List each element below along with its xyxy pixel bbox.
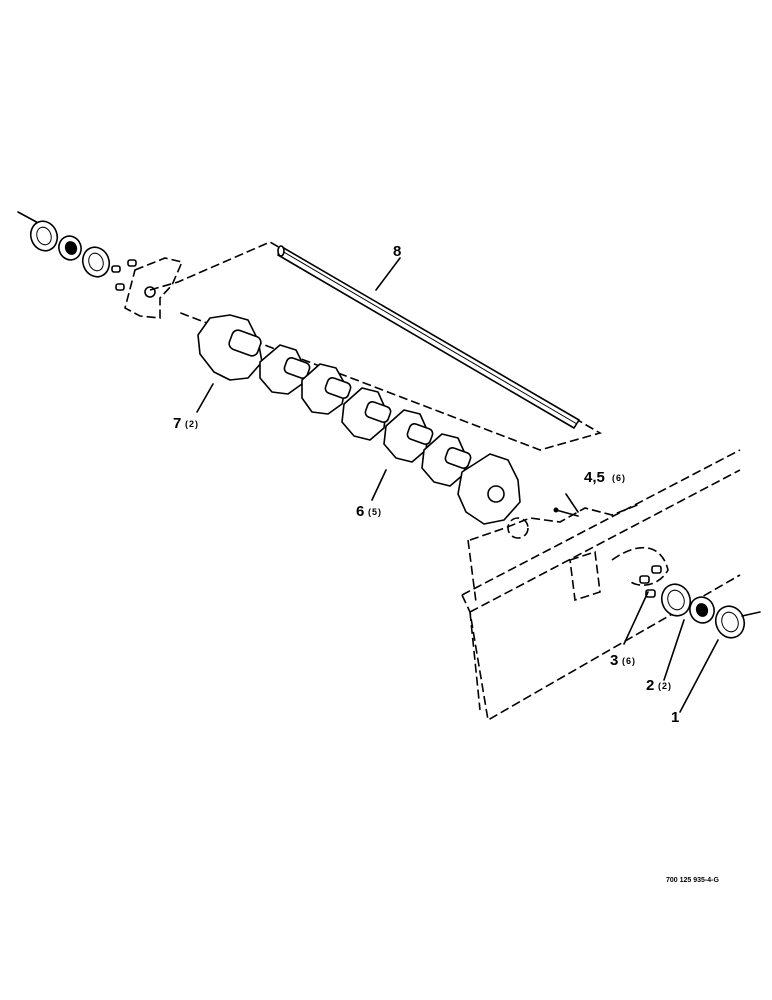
sprocket xyxy=(341,387,392,441)
shaft xyxy=(277,245,580,429)
svg-text:(5): (5) xyxy=(368,507,382,517)
callout-8: 8 xyxy=(393,243,401,260)
sprocket xyxy=(457,453,521,525)
callout-7: 7 (2) xyxy=(173,415,199,432)
svg-text:6: 6 xyxy=(356,503,364,520)
callout-6: 6 (5) xyxy=(356,503,382,520)
sprocket-group xyxy=(197,314,521,525)
sprocket xyxy=(383,409,434,463)
svg-text:2: 2 xyxy=(646,677,654,694)
svg-text:3: 3 xyxy=(610,652,618,669)
bolt xyxy=(553,507,579,517)
sprocket xyxy=(197,314,263,381)
svg-text:8: 8 xyxy=(393,243,401,260)
callout-4-5: 4,5 (6) xyxy=(584,469,626,486)
svg-text:(6): (6) xyxy=(622,656,636,666)
leader-lines xyxy=(196,257,719,713)
callout-3: 3 (6) xyxy=(610,652,636,669)
svg-text:1: 1 xyxy=(671,709,679,726)
callout-2: 2 (2) xyxy=(646,677,672,694)
svg-text:(6): (6) xyxy=(612,473,626,483)
right-bearing-assembly xyxy=(639,565,761,639)
drawing-reference: 700 125 935-4-G xyxy=(666,877,719,884)
sprocket xyxy=(259,344,311,395)
svg-text:(2): (2) xyxy=(658,681,672,691)
svg-text:(2): (2) xyxy=(185,419,199,429)
sprocket xyxy=(301,363,352,415)
left-bearing-assembly xyxy=(17,211,184,319)
frame-outline xyxy=(461,449,741,722)
sprocket xyxy=(421,433,472,487)
svg-text:4,5: 4,5 xyxy=(584,469,605,486)
callout-1: 1 xyxy=(671,709,679,726)
svg-text:7: 7 xyxy=(173,415,181,432)
